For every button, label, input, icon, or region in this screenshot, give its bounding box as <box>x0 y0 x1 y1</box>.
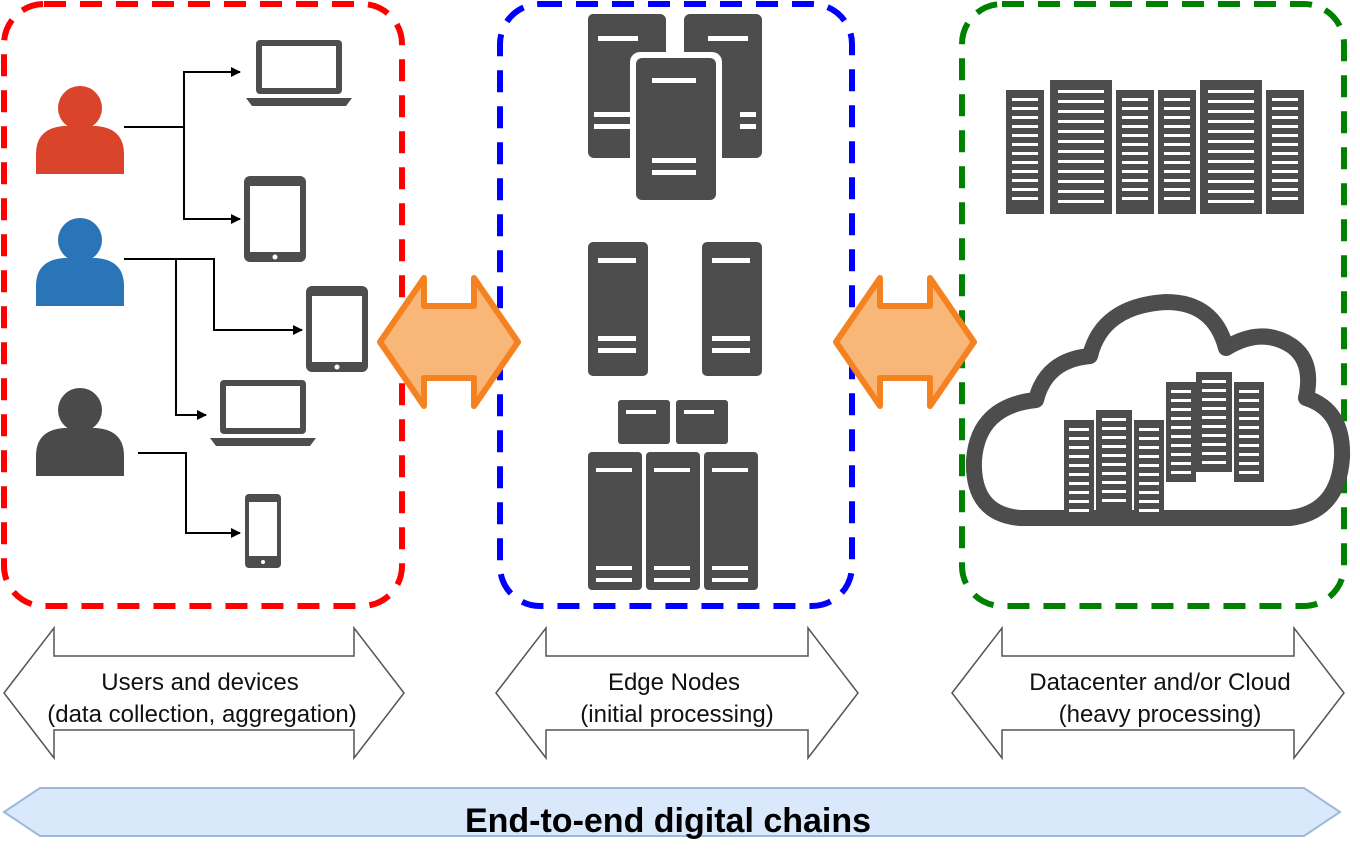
edge-server-tower-icon <box>588 242 648 376</box>
edge-label-line2: (initial processing) <box>580 701 773 728</box>
edge-group-box <box>497 1 855 609</box>
edge-server-cluster-icon <box>588 14 762 206</box>
edge-server-rack-icon <box>588 400 758 590</box>
users-label-line2: (data collection, aggregation) <box>47 701 357 728</box>
smartphone-icon <box>245 494 281 568</box>
user-icon-red <box>36 86 124 174</box>
cloud-label-arrow <box>951 625 1345 761</box>
edge-label-line1: Edge Nodes <box>608 669 740 696</box>
user-icon-gray <box>36 388 124 476</box>
laptop-icon <box>210 380 316 446</box>
users-label-arrow <box>3 625 405 761</box>
laptop-icon <box>246 40 352 106</box>
tablet-icon <box>244 176 306 262</box>
tablet-icon <box>306 286 368 372</box>
edge-label-arrow <box>495 625 859 761</box>
cloud-label-line2: (heavy processing) <box>1059 701 1262 728</box>
exchange-arrow-edge-cloud <box>833 275 977 409</box>
cloud-datacenter-icon <box>965 294 1351 526</box>
cloud-group-box <box>959 1 1347 609</box>
end-to-end-chain-label: End-to-end digital chains <box>465 802 871 840</box>
cloud-label-line1: Datacenter and/or Cloud <box>1029 669 1291 696</box>
users-group-box <box>1 1 405 609</box>
user-device-connectors <box>124 67 303 538</box>
exchange-arrow-users-edge <box>377 275 521 409</box>
user-icon-blue <box>36 218 124 306</box>
users-label-line1: Users and devices <box>101 669 298 696</box>
datacenter-racks-icon <box>1006 80 1304 214</box>
end-to-end-chain-arrow <box>2 787 1342 837</box>
edge-server-tower-icon <box>702 242 762 376</box>
